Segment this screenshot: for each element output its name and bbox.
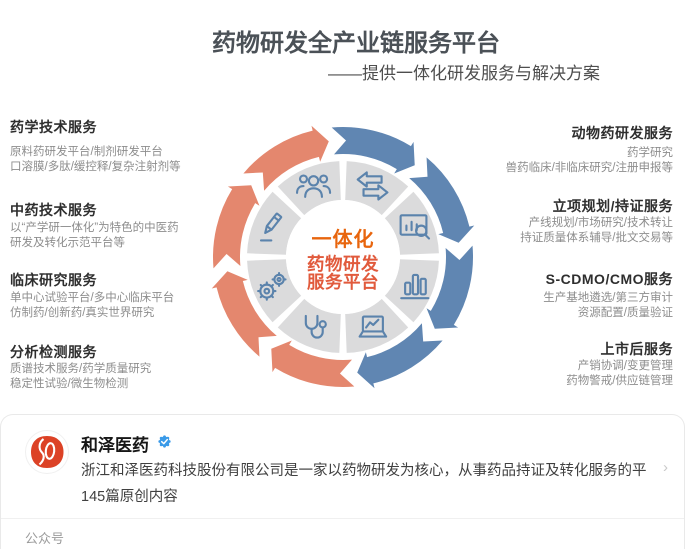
service-line: 口溶膜/多肽/缓控释/复杂注射剂等 xyxy=(10,161,181,173)
page-subtitle: ——提供一体化研发服务与解决方案 xyxy=(328,64,600,83)
card-divider xyxy=(1,518,684,519)
pencil-icon xyxy=(259,212,283,242)
heze-logo xyxy=(25,430,69,474)
wheel-center-line1: 药物研发 xyxy=(307,254,379,274)
service-title: S-CDMO/CMO服务 xyxy=(545,271,673,287)
service-block-cdmo: S-CDMO/CMO服务 生产基地遴选/第三方审计 资源配置/质量验证 xyxy=(543,271,673,321)
service-line: 产销协调/变更管理 xyxy=(577,360,673,372)
wheel-center-label: 一体化 药物研发 服务平台 xyxy=(283,223,403,291)
service-line: 以“产学研一体化”为特色的中医药 xyxy=(10,222,179,234)
wheel-center-line2: 服务平台 xyxy=(307,271,379,292)
service-block-tcm-tech: 中药技术服务 以“产学研一体化”为特色的中医药 研发及转化示范平台等 xyxy=(10,202,179,251)
service-line: 药物警戒/供应链管理 xyxy=(566,375,673,387)
service-block-planning: 立项规划/持证服务 产线规划/市场研究/技术转让 持证质量体系辅导/批文交易等 xyxy=(520,198,673,246)
official-account-card[interactable]: 和泽医药 浙江和泽医药科技股份有限公司是一家以药物研发为核心，从事药品持证及转化… xyxy=(0,414,685,549)
service-block-analysis: 分析检测服务 质谱技术服务/药学质量研究 稳定性试验/微生物检测 xyxy=(10,344,151,392)
service-title: 药学技术服务 xyxy=(10,119,97,135)
service-line: 生产基地遴选/第三方审计 xyxy=(543,292,673,304)
service-line: 兽药临床/非临床研究/注册申报等 xyxy=(505,162,673,174)
service-line: 产线规划/市场研究/技术转让 xyxy=(528,217,673,229)
account-meta: 145篇原创内容 xyxy=(81,489,178,505)
service-block-post-market: 上市后服务 产销协调/变更管理 药物警戒/供应链管理 xyxy=(566,341,673,389)
service-block-pharma-tech: 药学技术服务 原料药研发平台/制剂研发平台 口溶膜/多肽/缓控释/复杂注射剂等 xyxy=(10,119,181,175)
laptop-chart-icon xyxy=(358,315,388,338)
service-line: 药学研究 xyxy=(627,147,673,159)
service-line: 持证质量体系辅导/批文交易等 xyxy=(520,232,673,244)
bar-chart-icon xyxy=(400,273,430,300)
service-block-clinical: 临床研究服务 单中心试验平台/多中心临床平台 仿制药/创新药/真实世界研究 xyxy=(10,272,174,321)
service-line: 研发及转化示范平台等 xyxy=(10,237,125,249)
service-title: 分析检测服务 xyxy=(10,344,97,360)
gears-icon xyxy=(257,271,287,301)
service-line: 质谱技术服务/药学质量研究 xyxy=(10,363,152,375)
service-line: 仿制药/创新药/真实世界研究 xyxy=(10,307,155,319)
service-wheel xyxy=(203,117,483,397)
chevron-right-icon[interactable]: › xyxy=(663,459,668,476)
account-name[interactable]: 和泽医药 xyxy=(81,436,149,455)
stethoscope-icon xyxy=(304,314,327,339)
account-type-label: 公众号 xyxy=(25,531,65,546)
service-title: 中药技术服务 xyxy=(10,202,97,218)
service-title: 动物药研发服务 xyxy=(571,125,673,141)
presentation-chart-icon xyxy=(399,214,431,240)
service-title: 临床研究服务 xyxy=(10,272,97,288)
service-line: 原料药研发平台/制剂研发平台 xyxy=(10,146,163,158)
account-description: 浙江和泽医药科技股份有限公司是一家以药物研发为核心，从事药品持证及转化服务的平.… xyxy=(81,463,646,479)
service-line: 资源配置/质量验证 xyxy=(577,307,673,319)
service-title: 立项规划/持证服务 xyxy=(552,198,673,214)
service-line: 单中心试验平台/多中心临床平台 xyxy=(10,292,175,304)
verified-badge-icon xyxy=(158,435,171,448)
people-icon xyxy=(295,174,332,198)
wheel-center-title: 一体化 xyxy=(311,229,375,251)
service-title: 上市后服务 xyxy=(600,341,673,357)
service-line: 稳定性试验/微生物检测 xyxy=(10,378,129,390)
page-title: 药物研发全产业链服务平台 xyxy=(212,30,500,57)
transfer-arrows-icon xyxy=(356,171,389,201)
service-block-vet-drug: 动物药研发服务 药学研究 兽药临床/非临床研究/注册申报等 xyxy=(506,125,673,176)
